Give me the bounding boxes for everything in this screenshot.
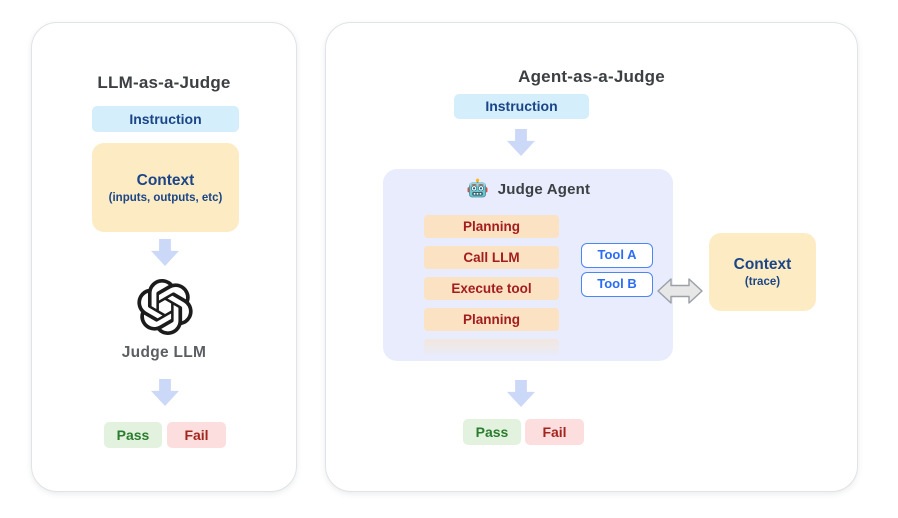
robot-icon <box>467 178 488 198</box>
pass-badge: Pass <box>104 422 162 448</box>
context-title: Context <box>733 256 792 273</box>
context-subtitle: (inputs, outputs, etc) <box>108 191 223 204</box>
judge-agent-header: Judge Agent <box>383 178 673 201</box>
context-title: Context <box>136 171 195 189</box>
context-box: Context (inputs, outputs, etc) <box>92 143 239 232</box>
tool-a-box: Tool A <box>581 243 653 268</box>
double-horizontal-arrow-icon <box>657 278 703 304</box>
llm-as-a-judge-panel: LLM-as-a-Judge Instruction Context (inpu… <box>31 22 297 492</box>
step-box-planning-2: Planning <box>424 308 559 331</box>
outcome-row: Pass Fail <box>463 419 584 445</box>
pass-badge: Pass <box>463 419 521 445</box>
judge-llm-label: Judge LLM <box>121 344 207 361</box>
arrow-down-icon <box>151 379 179 406</box>
context-subtitle: (trace) <box>744 276 781 288</box>
outcome-row: Pass Fail <box>104 422 226 448</box>
context-trace-box: Context (trace) <box>709 233 816 311</box>
openai-logo-icon <box>137 279 193 335</box>
fail-badge: Fail <box>167 422 226 448</box>
step-box-execute-tool: Execute tool <box>424 277 559 300</box>
step-box-planning-1: Planning <box>424 215 559 238</box>
instruction-box: Instruction <box>92 106 239 132</box>
step-box-faded <box>424 339 559 356</box>
judge-agent-title: Judge Agent <box>497 181 591 198</box>
step-box-call-llm: Call LLM <box>424 246 559 269</box>
arrow-down-icon <box>507 129 535 156</box>
instruction-box: Instruction <box>454 94 589 119</box>
judge-agent-panel: Judge Agent Planning Call LLM Execute to… <box>383 169 673 361</box>
fail-badge: Fail <box>525 419 584 445</box>
arrow-down-icon <box>507 380 535 407</box>
panel-title: Agent-as-a-Judge <box>518 67 665 86</box>
panel-title: LLM-as-a-Judge <box>97 73 231 92</box>
agent-as-a-judge-panel: Agent-as-a-Judge Instruction <box>325 22 858 492</box>
arrow-down-icon <box>151 239 179 266</box>
tool-b-box: Tool B <box>581 272 653 297</box>
